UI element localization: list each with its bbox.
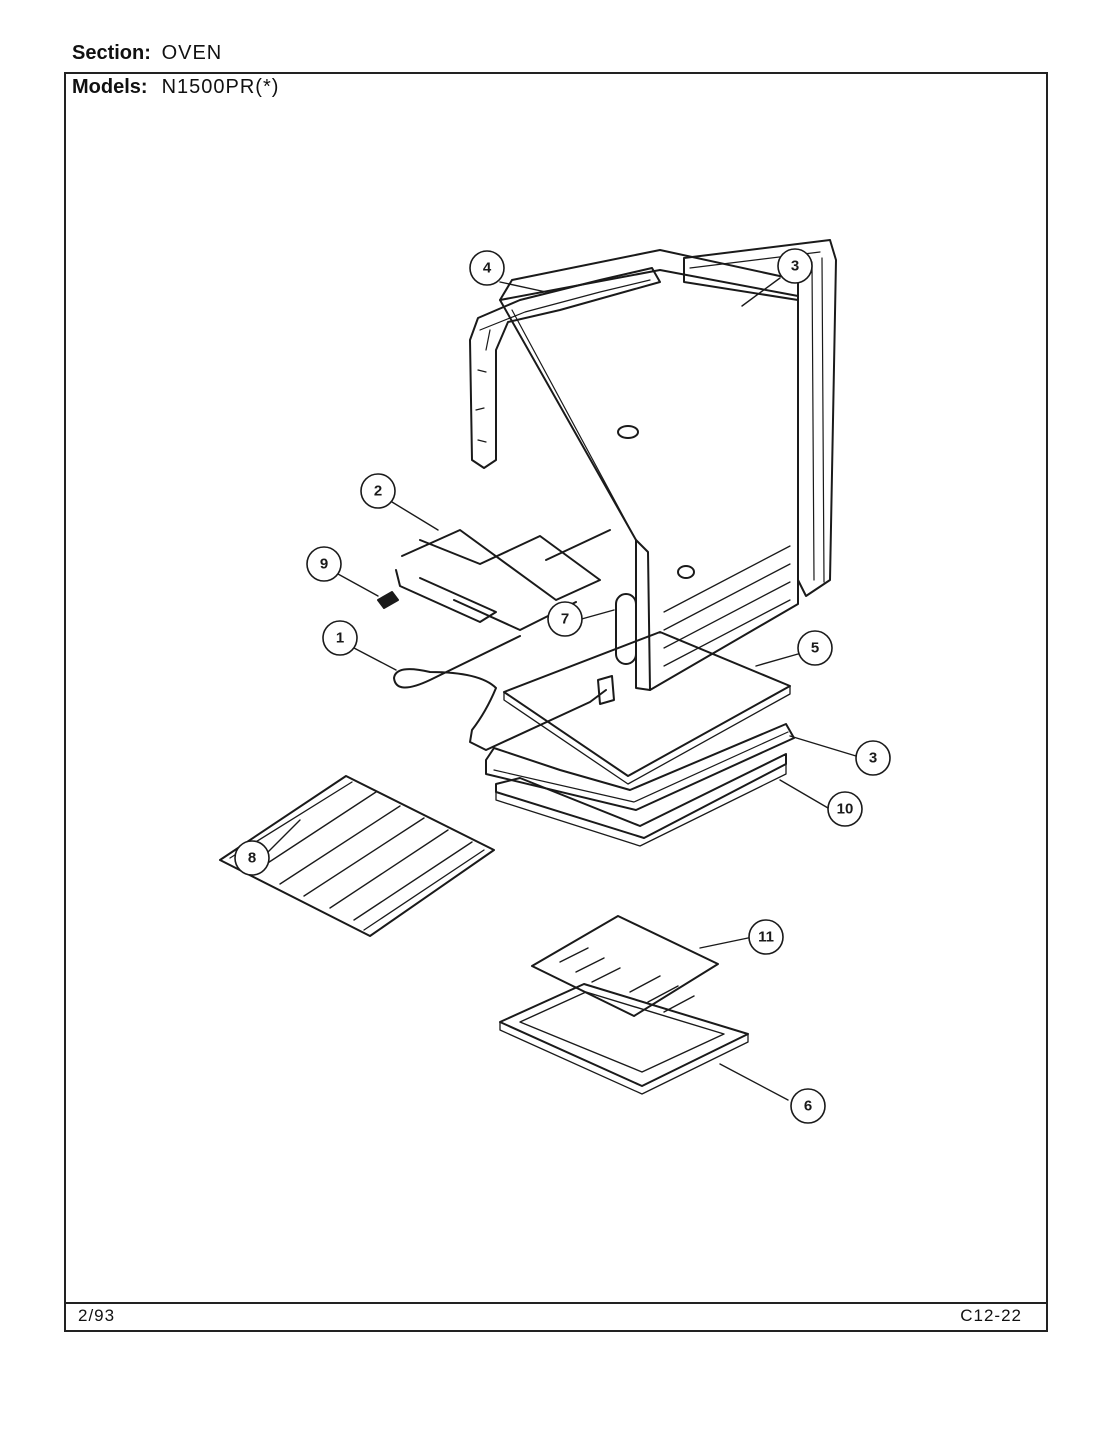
callout-7: 7 (561, 611, 569, 628)
part-5-bottom-panel (503, 631, 791, 785)
footer-divider (64, 1302, 1048, 1304)
callout-11: 11 (758, 929, 774, 946)
callout-1: 1 (336, 630, 344, 647)
oven-cavity (499, 249, 799, 691)
section-header: Section: OVEN (72, 42, 222, 65)
callout-10: 10 (837, 801, 854, 818)
models-value: N1500PR(*) (161, 76, 280, 98)
callout-3-bottom: 3 (869, 750, 877, 767)
section-value: OVEN (161, 42, 223, 64)
page-code: C12-22 (960, 1306, 1022, 1325)
part-7-sensor (615, 593, 637, 665)
callout-8: 8 (248, 850, 256, 867)
callout-4: 4 (483, 260, 492, 277)
part-4-insulation-top (469, 267, 661, 469)
part-11-broiler-insert (531, 915, 719, 1017)
part-9-bracket (377, 591, 399, 609)
diagram-frame (64, 72, 1048, 1332)
part-6-broiler-pan (499, 983, 749, 1095)
part-10-bottom-tray (495, 753, 787, 847)
date-code: 2/93 (78, 1306, 116, 1325)
part-1-wire (393, 635, 615, 751)
models-header: Models: N1500PR(*) (72, 76, 279, 99)
callout-leaders (261, 277, 857, 1101)
callout-circles (234, 248, 891, 1124)
part-3-insulation-bottom (485, 723, 795, 811)
callout-2: 2 (374, 483, 382, 500)
models-label: Models: (72, 76, 148, 98)
callout-9: 9 (320, 556, 328, 573)
section-label: Section: (72, 42, 151, 64)
callout-6: 6 (804, 1098, 812, 1115)
callout-3: 3 (791, 258, 799, 275)
callout-5: 5 (811, 640, 819, 657)
